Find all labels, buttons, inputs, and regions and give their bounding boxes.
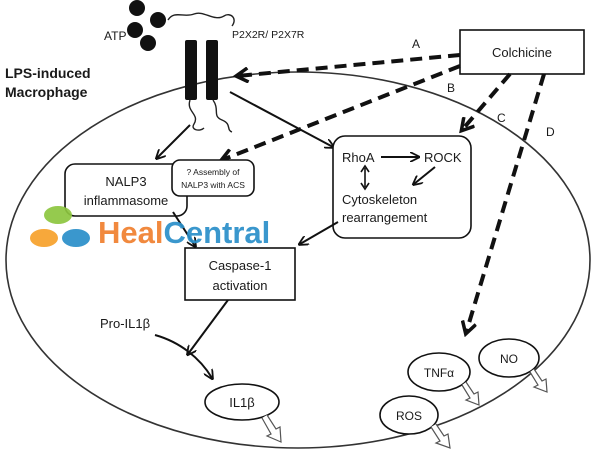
nalp3-label: NALP3 [105, 174, 146, 189]
watermark-part2: Central [163, 215, 270, 250]
route-c-arrow [462, 72, 512, 130]
colchicine-label: Colchicine [492, 45, 552, 60]
no-label: NO [500, 352, 518, 366]
cyto-label-line2: rearrangement [342, 210, 428, 225]
colchicine-box [459, 29, 585, 75]
receptor-channel [167, 12, 235, 133]
receptor-label: P2X2R/ P2X7R [232, 29, 305, 41]
route-b-arrow [222, 64, 461, 160]
il1b-oval [204, 383, 280, 421]
caspase-label: Caspase-1 [209, 258, 272, 273]
cyto-to-caspase-arrow [300, 221, 339, 244]
rhoa-cyto-double-arrow [360, 164, 370, 191]
tnfa-label: TNFα [424, 366, 454, 380]
assembly-box [171, 159, 255, 197]
assembly-label: ? Assembly of [187, 167, 241, 177]
pro-il1b-to-il1b-arrow [154, 334, 212, 378]
ros-label: ROS [396, 409, 422, 423]
nalp3-label-line2: inflammasome [84, 193, 169, 208]
tnfa-oval [407, 352, 471, 392]
watermark-logo-icon [30, 206, 90, 247]
watermark-part1: Heal [98, 215, 163, 250]
il1b-secretion-arrow [261, 414, 282, 443]
receptor-to-nalp3-arrow [157, 124, 191, 158]
route-b-label: B [447, 81, 455, 95]
nalp3-box [64, 163, 188, 217]
rock-to-cyto-arrow [414, 166, 436, 184]
route-d-arrow [466, 73, 546, 333]
receptor-to-rhoa-arrow [229, 91, 333, 147]
no-secretion-arrow [529, 368, 548, 393]
cell-label-line2: Macrophage [5, 84, 88, 100]
route-d-label: D [546, 125, 555, 139]
il1b-label: IL1β [229, 395, 255, 410]
no-oval [478, 338, 540, 378]
cytoskeleton-box [332, 135, 472, 239]
rhoa-label: RhoA [342, 150, 375, 165]
atp-molecules [127, 0, 166, 51]
caspase-to-il1b-arrow [188, 299, 229, 354]
route-a-arrow [237, 53, 461, 76]
cell-label: LPS-induced [5, 65, 91, 81]
caspase-label-line2: activation [213, 278, 268, 293]
ros-oval [379, 395, 439, 435]
cyto-label: Cytoskeleton [342, 192, 417, 207]
route-a-label: A [412, 37, 420, 51]
route-c-label: C [497, 111, 506, 125]
nalp3-to-caspase-arrow [172, 211, 195, 246]
ros-secretion-arrow [430, 423, 451, 449]
watermark-text: HealCentral [98, 215, 270, 250]
assembly-label-line2: NALP3 with ACS [181, 180, 245, 190]
caspase-box [184, 247, 296, 301]
pro-il1b-label: Pro-IL1β [100, 316, 150, 331]
atp-label: ATP [104, 29, 126, 43]
rock-label: ROCK [424, 150, 462, 165]
tnfa-secretion-arrow [461, 381, 480, 406]
